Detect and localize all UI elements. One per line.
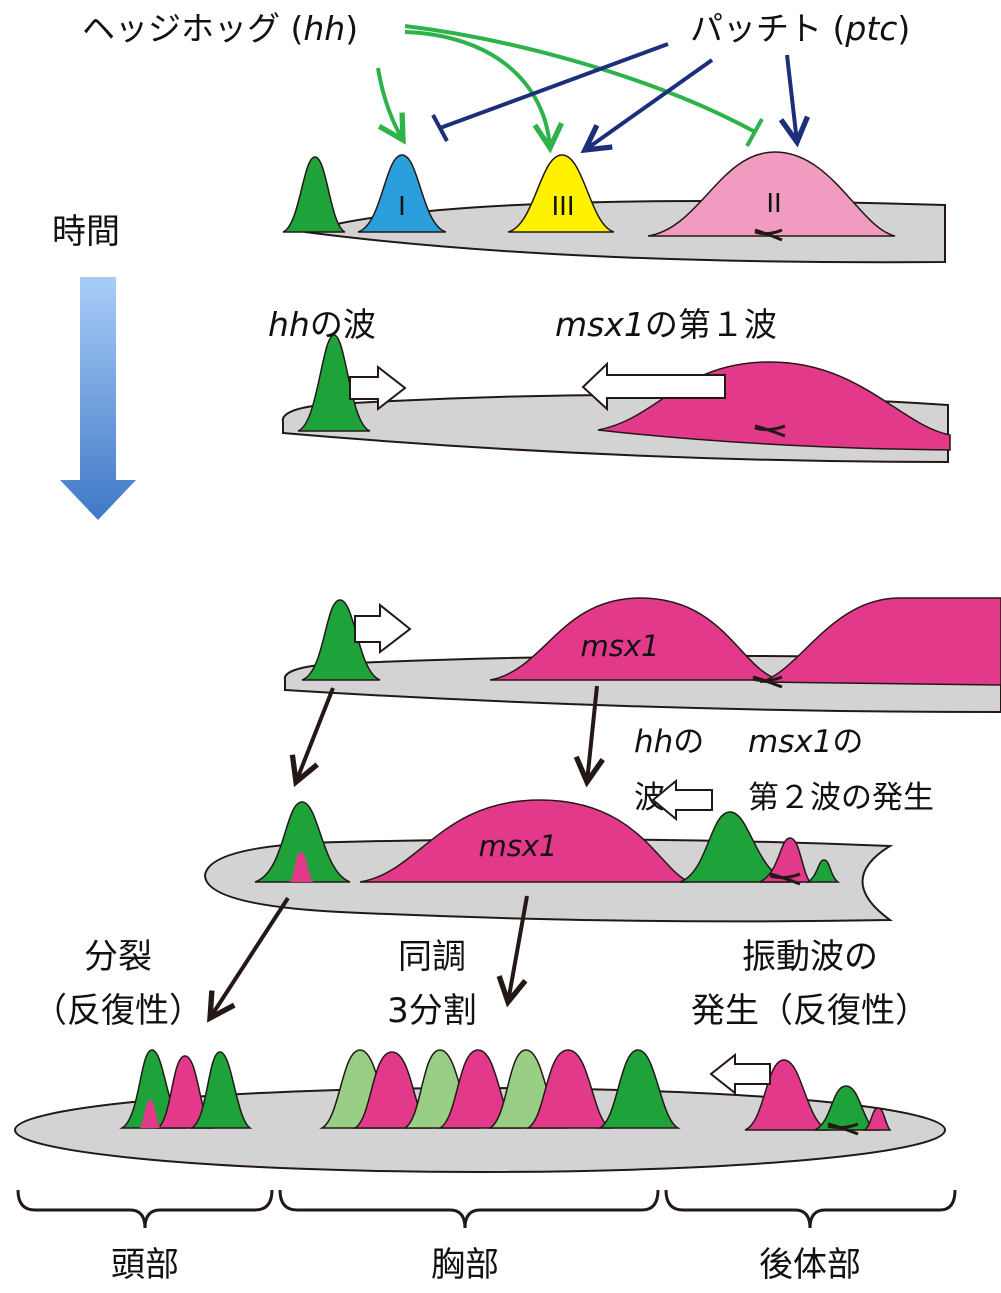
ptc-inhibits-segment-I-line — [439, 42, 669, 130]
hh-inhibits-segment-II-line — [404, 24, 756, 134]
hh-second-wave-direction-arrow — [651, 778, 713, 822]
ptc-activates-segment-II-arrow — [787, 54, 797, 142]
msx1-wave-direction-arrow — [581, 361, 726, 412]
cross-mark — [754, 228, 783, 242]
abdomen-wave-direction-arrow — [709, 1052, 771, 1096]
cross-mark — [827, 1122, 859, 1136]
hedgehog-label: ヘッジホッグ (hh) — [82, 9, 358, 48]
time-label: 時間 — [52, 212, 120, 252]
abdomen-small-msx1-stripe — [862, 1107, 892, 1131]
hh-stripe — [282, 156, 346, 233]
thorax-msx1-stripe-3 — [525, 1049, 613, 1129]
hh-wave-stripe — [297, 334, 371, 432]
row-1-embryo: I III II — [282, 151, 946, 264]
abdomen-hh-stripe — [814, 1085, 879, 1131]
hh-stripe — [301, 599, 381, 681]
abdomen-msx1-stripe — [744, 1059, 829, 1131]
row-3-embryo: msx1 — [283, 597, 1001, 714]
hh-activates-segment-I-arrow — [376, 67, 403, 140]
cross-mark — [769, 872, 801, 886]
split-label: 分裂 — [84, 937, 152, 977]
segment-II-label: II — [766, 189, 781, 219]
segment-III-stripe — [507, 154, 615, 233]
ptc-activates-segment-III-arrow — [585, 58, 714, 150]
time-arrow — [60, 277, 136, 520]
segment-II-stripe — [647, 151, 896, 237]
hh-wave-label: hhの波 — [268, 305, 376, 344]
row-2-embryo — [281, 334, 951, 464]
row-5-embryo — [14, 1049, 946, 1173]
thorax-label: 胸部 — [431, 1245, 499, 1285]
msx1-second-wave-stripe — [759, 837, 812, 883]
head-msx1-substripe — [140, 1100, 160, 1128]
msx1-sub-stripe — [290, 852, 313, 882]
msx1-stripe — [359, 799, 691, 883]
patched-label: パッチト (ptc) — [690, 9, 910, 48]
oscillation-label: 振動波の — [742, 937, 878, 977]
progression-arrows-1 — [296, 685, 597, 782]
row-4-embryo: msx1 — [203, 778, 894, 923]
hh-inhibits-segment-II-bar — [745, 118, 764, 147]
cross-mark — [752, 675, 783, 689]
msx1-second-wave-label: msx1の — [748, 724, 863, 760]
msx1-stripe-label: msx1 — [479, 829, 558, 863]
hh-activates-segment-III-arrow — [404, 30, 550, 148]
head-bracket — [16, 1189, 274, 1229]
hh-second-wave-label: hhの — [634, 724, 704, 760]
region-brackets — [16, 1189, 957, 1229]
hh-wave-direction-arrow — [349, 364, 407, 412]
thorax-bracket — [278, 1189, 660, 1229]
cross-mark — [754, 424, 786, 438]
sync-label: 同調 — [398, 937, 466, 977]
regulation-arrows — [376, 24, 797, 150]
ptc-inhibits-segment-I-bar — [431, 114, 449, 142]
msx1-first-wave-label: msx1の第１波 — [555, 305, 777, 344]
segment-III-label: III — [551, 192, 574, 222]
split-label-line2: （反復性） — [33, 991, 203, 1031]
hh-stripe — [254, 801, 351, 883]
thorax-hh-stripe — [597, 1049, 681, 1129]
hh-second-wave-stripe — [679, 811, 791, 883]
abdomen-bracket — [664, 1189, 957, 1229]
oscillation-label-line2: 発生（反復性） — [691, 991, 929, 1031]
msx1-next-stripe — [759, 597, 1001, 686]
head-hh-stripe-2 — [189, 1051, 253, 1129]
abdomen-label: 後体部 — [759, 1245, 861, 1285]
hh-wave-direction-arrow — [354, 602, 412, 655]
msx1-second-wave-label-line2: 第２波の発生 — [748, 780, 934, 816]
segment-I-label: I — [398, 192, 406, 222]
sync-label-line2: 3分割 — [387, 991, 477, 1031]
progression-arrows-2 — [210, 895, 529, 1018]
segment-I-stripe — [357, 154, 447, 233]
small-hh-stripe — [805, 859, 841, 883]
msx1-stripe-label: msx1 — [581, 629, 660, 663]
head-label: 頭部 — [111, 1245, 179, 1285]
msx1-stripe — [489, 597, 781, 681]
